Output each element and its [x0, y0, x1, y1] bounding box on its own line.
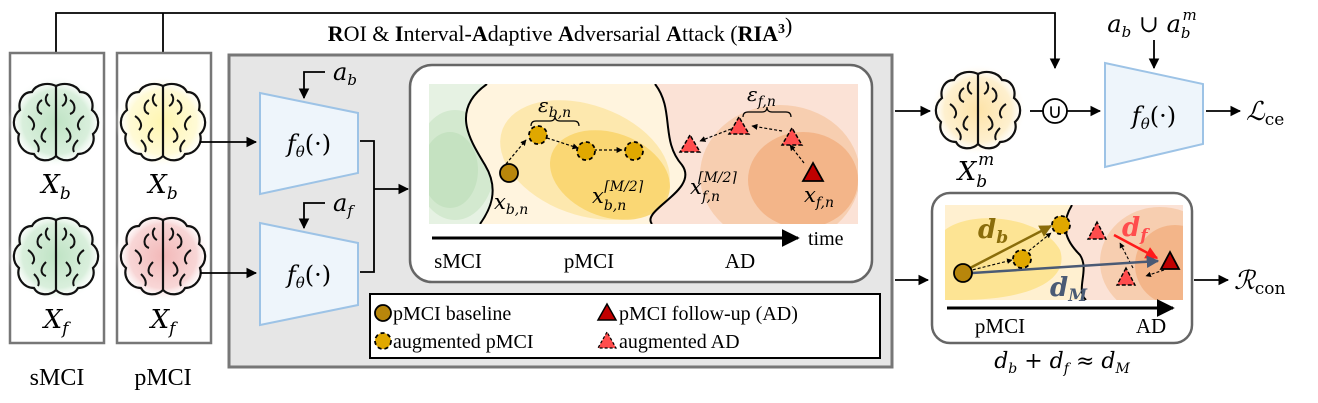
x-b-label: xb,n	[494, 190, 528, 218]
eps-f-label: εf,n	[747, 82, 776, 110]
d-b-label: db	[978, 215, 1008, 248]
smci-group	[8, 51, 106, 345]
title-part: OI &	[344, 21, 395, 46]
stage-label-smci: sMCI	[434, 249, 482, 273]
augmented-triangle-icon	[596, 330, 618, 349]
title-part: A	[666, 21, 682, 46]
ce-loss-label: ℒce	[1246, 97, 1284, 130]
augmented-circle-icon	[528, 125, 548, 145]
legend-item: augmented pMCI	[393, 331, 534, 353]
title-part: I	[395, 21, 404, 46]
augmented-circle-icon	[576, 141, 596, 161]
title-part: nterval-	[403, 21, 471, 46]
d-f-label: df	[1122, 213, 1150, 246]
merge-line	[360, 140, 375, 273]
title-part: 3	[778, 22, 785, 37]
attr-f-label: af	[333, 189, 355, 220]
classifier-attr-label: ab ∪ abm	[1107, 6, 1196, 42]
d-f-arrow	[1113, 233, 1159, 260]
legend-item: pMCI follow-up (AD)	[619, 303, 798, 325]
title-part: RIA	[738, 21, 778, 46]
stage-label-ad: AD	[725, 249, 755, 273]
d-b-arrow	[969, 224, 1053, 270]
pmci-xf-label: Xf	[149, 305, 179, 339]
augmented-triangle-icon	[1086, 220, 1108, 240]
x-b-mid-label: xb,n⌈M/2⌉	[592, 179, 644, 214]
x-f-label: xf,n	[804, 183, 834, 211]
augmented-triangle-icon	[678, 133, 702, 153]
smci-label: sMCI	[30, 365, 85, 391]
smci-xf-label: Xf	[42, 305, 72, 339]
d-m-arrow	[971, 255, 1160, 275]
time-label: time	[808, 228, 844, 250]
con-reg-label: ℛcon	[1234, 266, 1286, 299]
encoder-followup	[259, 202, 359, 327]
eps-b-label: εb,n	[538, 93, 571, 121]
diagram-title: ROI & Interval-Adaptive Adversarial Atta…	[328, 13, 793, 46]
augmented-circle-icon	[1012, 249, 1032, 269]
attr-b-label: ab	[333, 58, 357, 89]
trajectory-panel	[408, 63, 874, 284]
title-part: A	[472, 21, 488, 46]
stage-label-pmci: pMCI	[975, 314, 1025, 338]
baseline-circle-icon	[953, 263, 973, 283]
augmented-triangle-icon	[727, 115, 751, 135]
title-part: )	[785, 13, 792, 38]
baseline-circle-icon	[499, 163, 519, 183]
stage-label-ad: AD	[1136, 314, 1166, 338]
baseline-circle-icon	[374, 304, 392, 322]
pmci-label: pMCI	[134, 365, 191, 391]
encoder-fn-label: fθ(·)	[285, 261, 331, 292]
augmented-circle-icon	[374, 332, 392, 350]
union-symbol: ∪	[1048, 101, 1063, 123]
augmented-circle-icon	[624, 141, 644, 161]
d-m-label: dM	[1050, 273, 1088, 306]
followup-triangle-icon	[596, 302, 618, 321]
pmci-group	[115, 51, 213, 345]
legend	[369, 293, 881, 359]
consistency-panel	[930, 191, 1194, 345]
encoder-fn-label: fθ(·)	[285, 130, 331, 161]
encoder-baseline	[259, 71, 359, 196]
x-f-mid-label: xf,n⌈M/2⌉	[690, 170, 737, 205]
pmci-xb-label: Xb	[146, 170, 177, 204]
consistency-equation: db + df ≈ dM	[994, 349, 1130, 377]
smci-xb-label: Xb	[39, 170, 70, 204]
legend-item: pMCI baseline	[393, 303, 511, 325]
title-part: daptive	[488, 21, 558, 46]
augmented-circle-icon	[1051, 215, 1071, 235]
stage-label-pmci: pMCI	[564, 249, 614, 273]
title-part: A	[558, 21, 574, 46]
followup-triangle-icon	[801, 161, 825, 182]
classifier-encoder	[1104, 61, 1204, 169]
title-part: ttack (	[682, 21, 738, 46]
followup-triangle-icon	[1159, 250, 1181, 270]
mixed-sample-label: Xbm	[956, 150, 995, 192]
legend-item: augmented AD	[619, 331, 740, 353]
classifier-fn-label: fθ(·)	[1130, 102, 1176, 133]
title-part: R	[328, 21, 345, 46]
augmented-triangle-icon	[780, 126, 804, 146]
augmented-triangle-icon	[1115, 266, 1137, 286]
title-part: dversarial	[574, 21, 666, 46]
